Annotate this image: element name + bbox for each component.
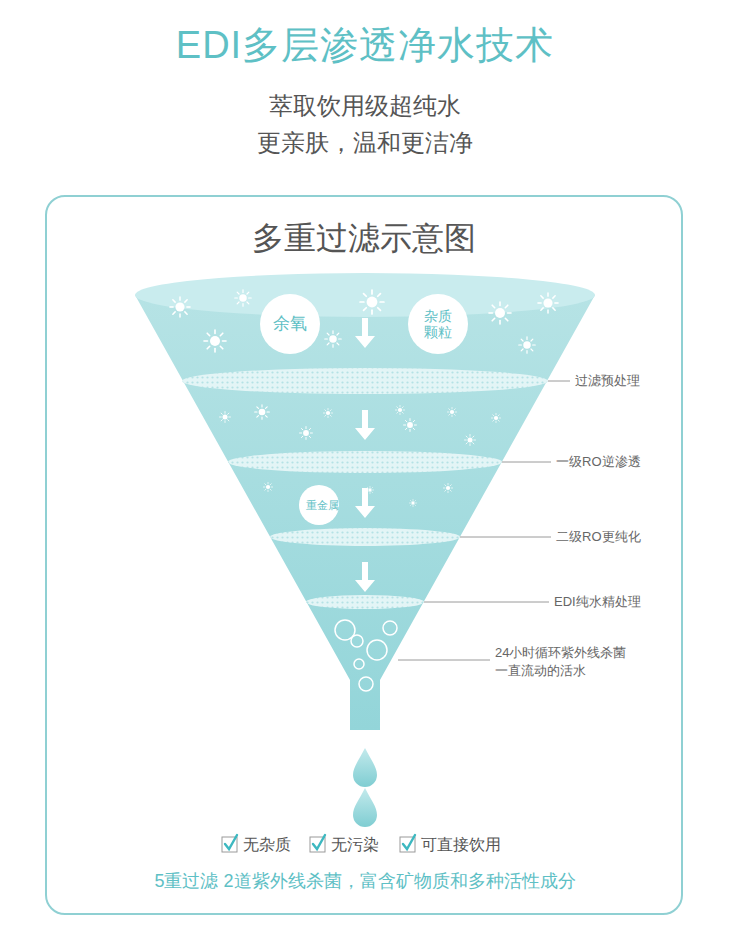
funnel-top — [135, 273, 595, 317]
sparkle — [204, 330, 226, 352]
circle-label: 余氧 — [270, 314, 309, 334]
down-arrow — [355, 318, 375, 348]
sparkle — [325, 331, 342, 348]
impurity-circle: 重金属 — [299, 485, 339, 525]
bubble — [351, 635, 363, 647]
sparkle — [395, 405, 404, 414]
bubble — [383, 621, 397, 635]
sparkles — [170, 290, 558, 507]
check-label: 无杂质 — [243, 834, 291, 856]
bubble — [367, 640, 387, 660]
circle-label: 杂质 颗粒 — [422, 308, 454, 340]
down-arrow — [355, 410, 375, 440]
sparkle — [263, 482, 272, 491]
water-drop — [353, 788, 377, 827]
diagram-panel: 多重过滤示意图余氧 杂质 颗粒重金属 — [45, 195, 683, 915]
note-text: 萃取饮用级超纯水 — [0, 90, 730, 122]
filter-layer — [228, 451, 502, 473]
sparkle — [443, 483, 452, 492]
sparkle — [220, 412, 231, 423]
note-text: 5重过滤 2道紫外线杀菌，富含矿物质和多种活性成分 — [0, 869, 730, 893]
down-arrow — [355, 562, 375, 592]
sparkle — [538, 293, 558, 313]
bubbles — [335, 620, 397, 691]
circle-label: 重金属 — [306, 499, 331, 512]
check-mark — [313, 835, 325, 849]
sparkle — [170, 297, 190, 317]
stage-label: EDI纯水精处理 — [554, 593, 641, 611]
sparkle — [300, 427, 313, 440]
sparkle — [255, 405, 270, 420]
down-arrows — [355, 318, 375, 592]
down-arrow — [355, 488, 375, 518]
bubble — [359, 677, 373, 691]
filter-layer — [270, 528, 460, 546]
impurity-circle: 余氧 — [260, 294, 320, 354]
bubble — [354, 659, 364, 669]
panel-heading: 多重过滤示意图 — [47, 217, 681, 261]
stage-label: 一级RO逆渗透 — [556, 453, 641, 471]
page-title: EDI多层渗透净水技术 — [0, 20, 730, 71]
sparkle — [447, 407, 456, 416]
note-text: 更亲肤，温和更洁净 — [0, 127, 730, 159]
filter-layer — [182, 368, 548, 394]
check-label: 无污染 — [331, 834, 379, 856]
water-drop — [353, 748, 377, 787]
sparkle — [489, 302, 511, 324]
sparkle — [360, 290, 384, 314]
check-label: 可直接饮用 — [421, 834, 501, 856]
sparkle — [404, 419, 417, 432]
impurity-circle: 杂质 颗粒 — [408, 294, 468, 354]
filter-layer — [306, 595, 424, 609]
check-mark — [403, 835, 415, 849]
sparkle — [235, 290, 252, 307]
check-mark — [225, 835, 237, 849]
stage-label: 二级RO更纯化 — [556, 528, 641, 546]
sparkle — [323, 408, 332, 417]
stage-label: 过滤预处理 — [575, 372, 640, 390]
sparkle — [465, 435, 476, 446]
sparkle — [519, 337, 536, 354]
leader-lines — [398, 381, 570, 660]
sparkle — [491, 413, 500, 422]
sparkle — [409, 499, 416, 506]
stage-label: 24小时循环紫外线杀菌 一直流动的活水 — [495, 644, 645, 679]
